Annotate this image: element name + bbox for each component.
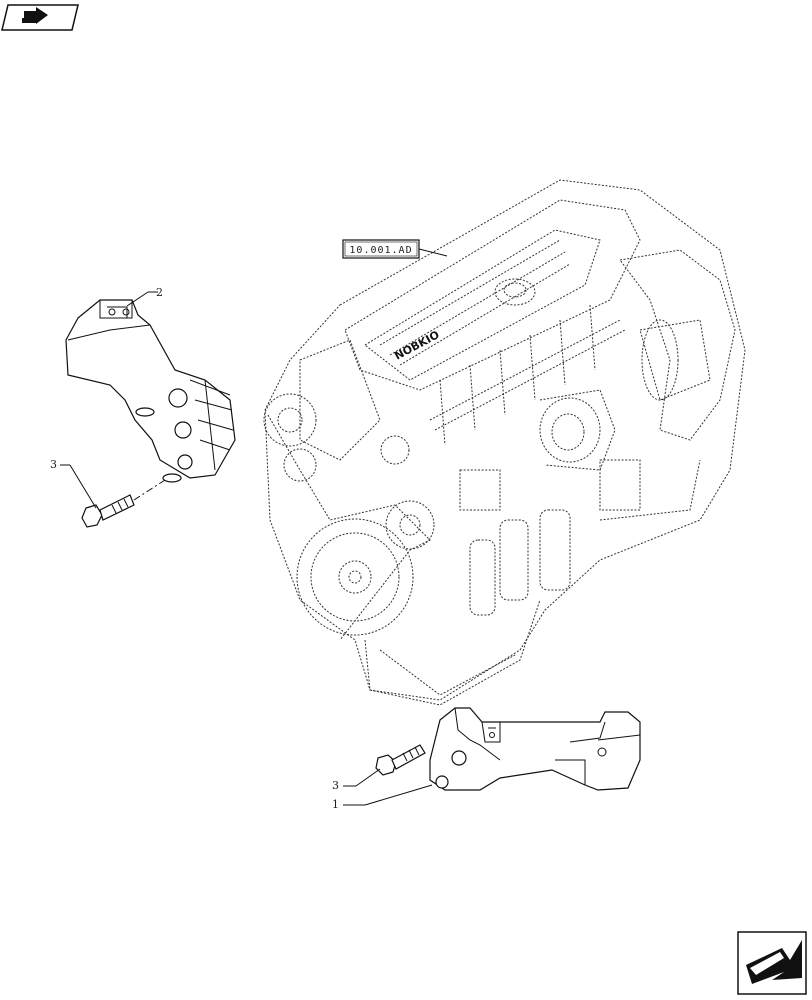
callout-1: 1 — [332, 784, 433, 811]
reference-tag[interactable]: 10.001.AD — [342, 239, 448, 259]
callout-2: 2 — [126, 286, 163, 307]
back-arrow-icon — [22, 7, 48, 24]
part-2-bracket[interactable] — [65, 299, 236, 483]
part-3-bolt-lower[interactable] — [375, 744, 426, 776]
engine-assembly: NOBKIO — [263, 179, 746, 706]
callout-label-3-upper: 3 — [50, 458, 57, 471]
forward-arrow-icon — [746, 940, 802, 984]
callout-label-2: 2 — [156, 286, 163, 299]
callout-3-upper: 3 — [50, 458, 97, 509]
forward-nav-button[interactable] — [737, 931, 807, 995]
back-nav-button[interactable] — [1, 4, 79, 31]
part-1-bracket[interactable] — [429, 707, 641, 791]
callout-label-3-lower: 3 — [332, 779, 339, 792]
reference-label: 10.001.AD — [349, 245, 412, 256]
part-3-bolt-upper[interactable] — [81, 479, 166, 528]
callout-3-lower: 3 — [332, 768, 381, 792]
callout-label-1: 1 — [332, 798, 339, 811]
